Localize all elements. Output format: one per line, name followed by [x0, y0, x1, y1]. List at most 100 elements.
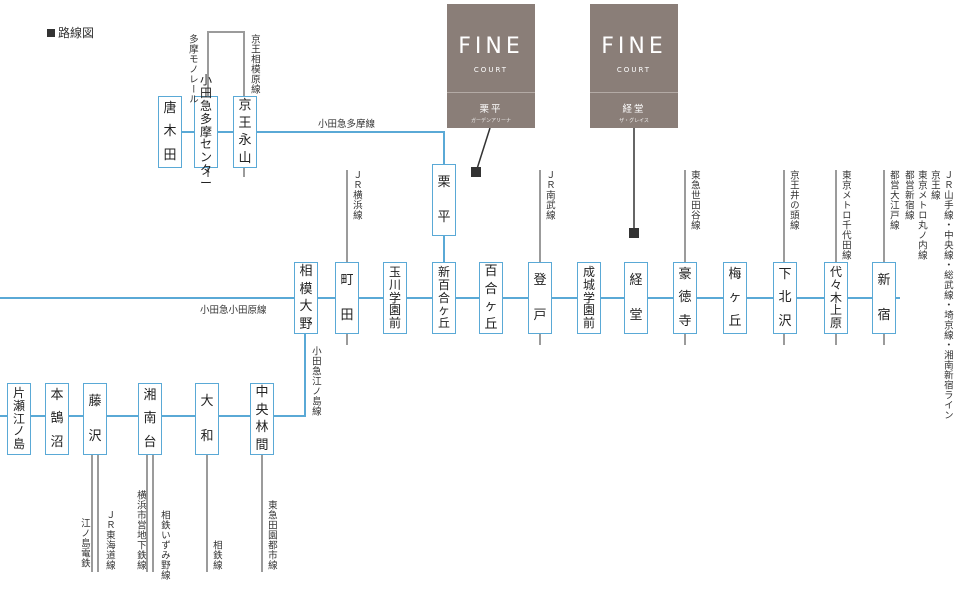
station-tamagawagakuenmae[interactable]: 玉川学園前	[383, 262, 407, 334]
connection-sotetsu: 相鉄線	[210, 540, 222, 570]
station-hon-kugenuma[interactable]: 本鵠沼	[45, 383, 69, 455]
station-shinyurigaoka[interactable]: 新百合ヶ丘	[432, 262, 456, 334]
station-label-char: 寺	[678, 313, 692, 329]
station-katase-enoshima[interactable]: 片瀬江ノ島	[7, 383, 31, 455]
title-square-icon	[47, 29, 55, 37]
station-label-char: 新	[437, 264, 450, 279]
station-label-char: 急	[199, 98, 212, 113]
station-label-char: 城	[582, 277, 595, 292]
station-label-char: ヶ	[484, 299, 498, 315]
station-karakida[interactable]: 唐木田	[158, 96, 182, 168]
station-label-char: 多	[199, 111, 212, 126]
station-label-char: 前	[582, 316, 595, 331]
station-keio-nagayama[interactable]: 京王永山	[233, 96, 257, 168]
station-label-char: セ	[199, 137, 212, 152]
station-label-char: 山	[238, 150, 252, 166]
station-label-char: 玉	[388, 264, 401, 279]
station-gotokuji[interactable]: 豪徳寺	[673, 262, 697, 334]
station-label-char: ヶ	[728, 290, 742, 306]
connection-jr-yokohama: ＪＲ横浜線	[350, 170, 362, 220]
station-label-char: 唐	[163, 101, 177, 117]
connection-jr-tokaido: ＪＲ東海道線	[103, 510, 115, 570]
station-label-char: 成	[582, 264, 595, 279]
connection-tokyo-metro-marunouchi: 東京メトロ丸ノ内線	[915, 170, 927, 260]
station-label-char: 片	[12, 385, 25, 400]
station-kyodo[interactable]: 経堂	[624, 262, 648, 334]
connection-tama-monorail: 多摩モノレール	[186, 34, 198, 104]
station-label-char: 木	[163, 124, 177, 140]
station-label-char: 百	[484, 264, 498, 280]
station-label-char: 新	[877, 273, 891, 288]
station-label-char: 宿	[877, 308, 891, 323]
connection-jr-nambu: ＪＲ南武線	[543, 170, 555, 220]
station-label-char: 野	[299, 316, 313, 332]
station-label-char: 堂	[629, 308, 643, 323]
station-label-char: 大	[200, 394, 214, 409]
station-shimokitazawa[interactable]: 下北沢	[773, 262, 797, 334]
station-label-char: 川	[388, 277, 401, 292]
station-yamato[interactable]: 大和	[195, 383, 219, 455]
line-label-odakyu-tama: 小田急多摩線	[318, 119, 376, 130]
station-seijogakuenmae[interactable]: 成城学園前	[577, 262, 601, 334]
station-label-char: 町	[340, 273, 354, 288]
station-label-char: 登	[533, 273, 547, 288]
station-shinjuku[interactable]: 新宿	[872, 262, 896, 334]
connection-toei-shinjuku: 都営新宿線	[902, 170, 914, 220]
connection-jr-lines: ＪＲ山手線・中央線・総武線・埼京線・湘南新宿ライン	[941, 170, 953, 420]
station-noborito[interactable]: 登戸	[528, 262, 552, 334]
kurihira-location-marker	[471, 167, 481, 177]
connection-toei-oedo: 都営大江戸線	[887, 170, 899, 230]
station-label-char: 江	[12, 411, 25, 426]
station-label-char: 々	[829, 277, 842, 292]
station-label-char: 園	[388, 303, 401, 318]
connection-enoden: 江ノ島電鉄	[78, 518, 90, 568]
station-chuo-rinkan[interactable]: 中央林間	[250, 383, 274, 455]
station-label-char: 下	[778, 267, 792, 283]
station-odakyu-tama-center[interactable]: 小田急多摩センター	[194, 73, 218, 190]
kyodo-location-marker	[629, 228, 639, 238]
station-label-char: ヶ	[437, 303, 450, 318]
station-label-char: 上	[829, 303, 842, 318]
station-label-char: 京	[238, 98, 252, 114]
station-label-char: 模	[299, 281, 313, 297]
connection-tokyu-denentoshi: 東急田園都市線	[265, 500, 277, 570]
station-yoyogiuehara[interactable]: 代々木上原	[824, 262, 848, 334]
station-label-char: 間	[255, 437, 269, 453]
station-yurigaoka[interactable]: 百合ヶ丘	[479, 262, 503, 334]
station-kurihira[interactable]: 栗平	[432, 164, 456, 236]
station-machida[interactable]: 町田	[335, 262, 359, 334]
connection-yokohama-subway: 横浜市営地下鉄線	[134, 490, 146, 570]
station-label-char: タ	[199, 163, 212, 178]
station-label-char: 和	[200, 429, 214, 444]
station-label-char: ー	[199, 176, 212, 191]
station-label-char: 園	[582, 303, 595, 318]
station-label-char: 台	[143, 434, 157, 450]
station-label-char: 田	[199, 85, 212, 100]
station-label-char: 田	[340, 308, 354, 323]
connection-tokyo-metro-chiyoda: 東京メトロ千代田線	[839, 170, 851, 260]
station-label-char: 島	[12, 437, 25, 452]
station-label-char: 本	[50, 388, 64, 404]
station-shonandai[interactable]: 湘南台	[138, 383, 162, 455]
connection-sotetsu-izumino: 相鉄いずみ野線	[158, 510, 170, 580]
station-label-char: 原	[829, 316, 842, 331]
station-label-char: 王	[238, 115, 252, 131]
station-label-char: 沢	[778, 313, 792, 329]
station-label-char: 経	[629, 273, 643, 288]
station-label-char: 沼	[50, 434, 64, 450]
station-label-char: 栗	[437, 175, 451, 190]
station-label-char: 林	[255, 420, 269, 436]
station-label-char: 豪	[678, 267, 692, 283]
connection-tokyu-setagaya: 東急世田谷線	[688, 170, 700, 230]
station-label-char: 丘	[728, 313, 742, 329]
station-label-char: 瀬	[12, 398, 25, 413]
station-fujisawa[interactable]: 藤沢	[83, 383, 107, 455]
station-label-char: 木	[829, 290, 842, 305]
station-label-char: ン	[199, 150, 212, 165]
station-label-char: 大	[299, 299, 313, 315]
station-umegaoka[interactable]: 梅ヶ丘	[723, 262, 747, 334]
station-label-char: 梅	[728, 267, 742, 283]
station-sagami-ono[interactable]: 相模大野	[294, 262, 318, 334]
station-label-char: 合	[437, 290, 450, 305]
